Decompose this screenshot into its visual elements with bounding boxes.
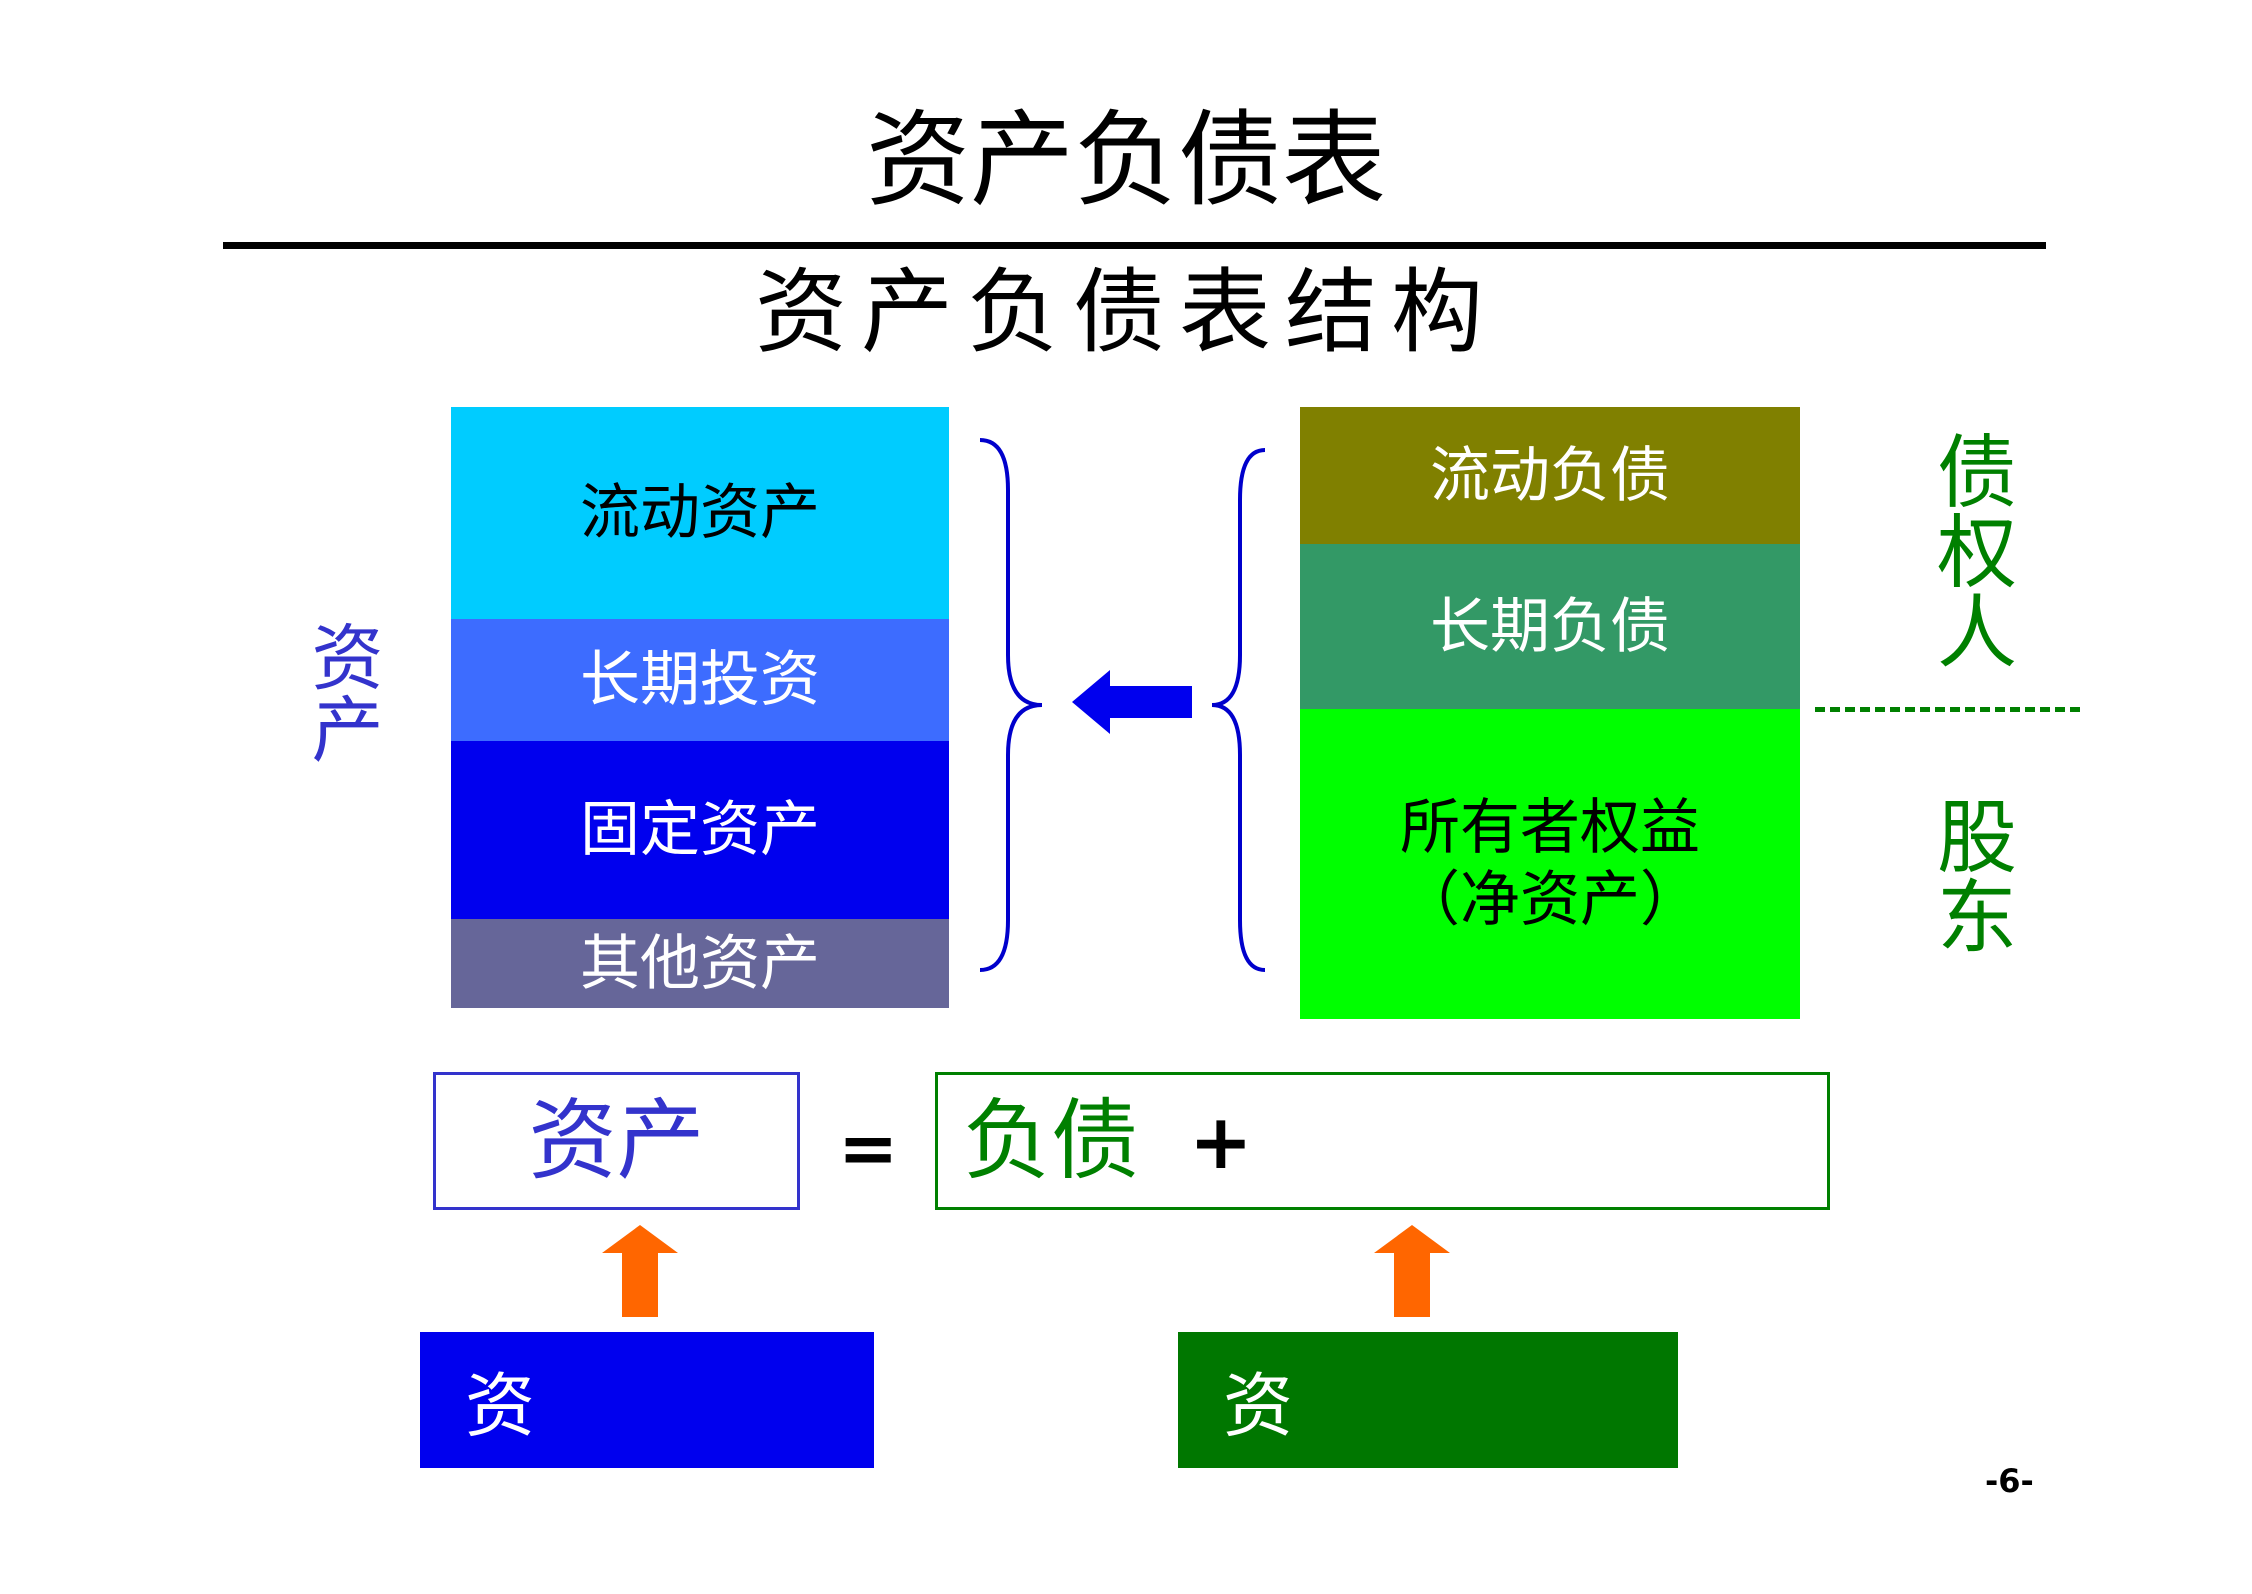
bottom-equity-box: 资: [1178, 1332, 1678, 1468]
long-term-liabilities-label: 长期负债: [1430, 591, 1670, 662]
long-term-liabilities-block: 长期负债: [1300, 544, 1800, 709]
equation-plus: +: [1189, 1096, 1253, 1186]
equity-block: 所有者权益 （净资产）: [1300, 709, 1800, 1019]
equity-label: 所有者权益: [1400, 793, 1700, 863]
liabilities-stack: 流动负债 长期负债 所有者权益 （净资产）: [1300, 407, 1800, 1019]
bottom-equity-label: 资: [1223, 1364, 1293, 1447]
current-assets-label: 流动资产: [580, 478, 820, 548]
long-term-investment-block: 长期投资: [451, 619, 949, 741]
equation-liabilities-box: 负债 +: [935, 1072, 1830, 1210]
net-assets-label: （净资产）: [1400, 865, 1700, 935]
equation-assets-label: 资产: [528, 1089, 705, 1192]
fixed-assets-block: 固定资产: [451, 741, 949, 919]
long-term-investment-label: 长期投资: [580, 645, 820, 715]
title-divider: [223, 242, 2046, 249]
left-brace: [1211, 448, 1266, 972]
creditors-side-label: 债权人: [1924, 430, 2017, 670]
assets-side-label: 资产: [299, 620, 383, 764]
assets-stack: 流动资产 长期投资 固定资产 其他资产: [451, 407, 949, 1008]
bottom-assets-label: 资: [465, 1364, 535, 1447]
up-arrow-icon: [1374, 1225, 1450, 1317]
equation-equals: =: [838, 1106, 899, 1190]
brace-arrow-graphic: [979, 438, 1266, 972]
current-assets-block: 流动资产: [451, 407, 949, 619]
current-liabilities-block: 流动负债: [1300, 407, 1800, 544]
up-arrow-icon: [602, 1225, 678, 1317]
current-liabilities-label: 流动负债: [1430, 440, 1670, 511]
page-title: 资产负债表: [865, 99, 1386, 221]
shareholders-side-label: 股东: [1924, 795, 2017, 955]
page-number: -6-: [1985, 1462, 2034, 1500]
other-assets-label: 其他资产: [580, 928, 820, 999]
page-subtitle: 资产负债表结构: [754, 259, 1497, 366]
other-assets-block: 其他资产: [451, 919, 949, 1008]
right-brace: [979, 438, 1043, 972]
left-arrow-icon: [1072, 670, 1192, 734]
creditor-shareholder-divider: [1815, 707, 2080, 712]
bottom-assets-box: 资: [420, 1332, 874, 1468]
fixed-assets-label: 固定资产: [580, 795, 820, 865]
equation-assets-box: 资产: [433, 1072, 800, 1210]
equation-liabilities-label: 负债: [963, 1089, 1140, 1192]
